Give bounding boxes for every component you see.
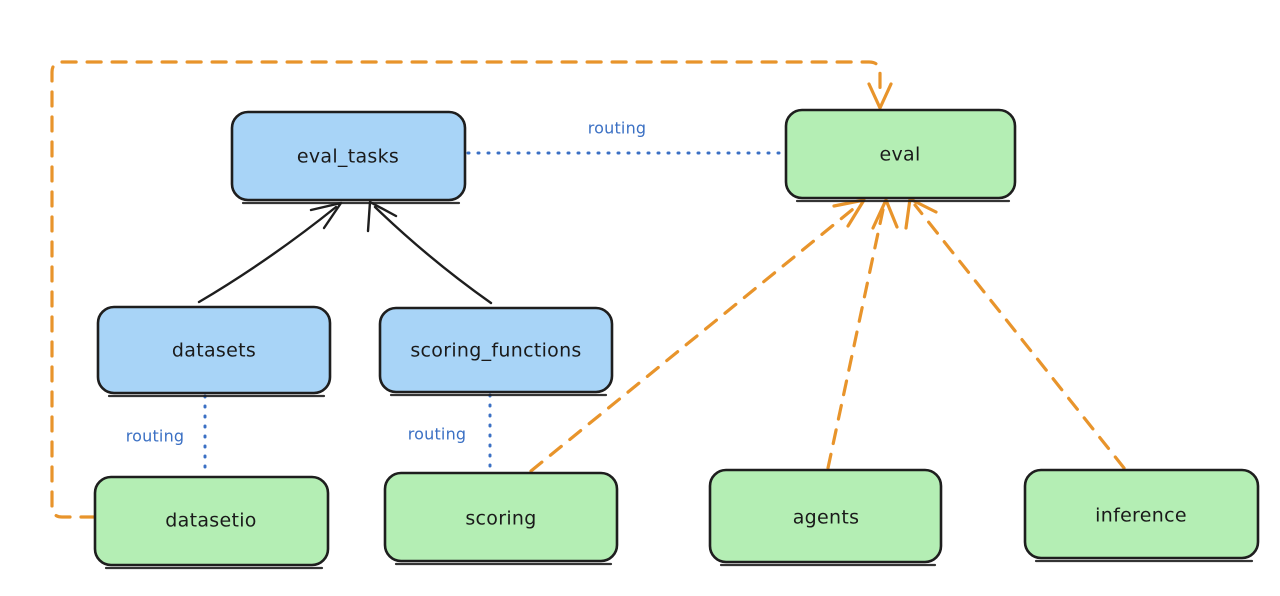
node-agents-shape[interactable] (708, 468, 943, 564)
edge-datasetio-to-eval-arrowhead (867, 82, 893, 110)
node-datasets[interactable]: datasets (96, 305, 332, 398)
edge-label-group: routing routing routing (126, 119, 647, 446)
edge-datasets-to-eval-tasks (197, 205, 338, 304)
node-scoring-functions[interactable]: scoring_functions (378, 306, 614, 397)
edge-scoring-functions-to-eval-tasks (373, 205, 493, 305)
edge-scoring-to-eval (529, 203, 860, 473)
edge-datasetio-to-eval (50, 60, 882, 519)
node-scoring[interactable]: scoring (383, 471, 619, 566)
node-datasetio[interactable]: datasetio (93, 475, 330, 570)
edge-label-routing-datasets-datasetio: routing (126, 427, 185, 446)
node-datasetio-label: datasetio (165, 510, 256, 532)
node-eval-tasks-label: eval_tasks (297, 146, 399, 168)
node-eval-tasks-shape[interactable] (230, 110, 467, 202)
node-inference-label: inference (1095, 505, 1187, 527)
node-datasets-shape[interactable] (96, 305, 332, 395)
node-scoring-functions-shape[interactable] (378, 306, 614, 394)
node-scoring-shape[interactable] (383, 471, 619, 563)
node-inference[interactable]: inference (1023, 468, 1260, 563)
edge-inference-to-eval (913, 203, 1126, 470)
node-eval[interactable]: eval (784, 108, 1017, 203)
node-scoring-label: scoring (465, 508, 536, 530)
node-agents-label: agents (793, 507, 860, 529)
edge-group (50, 60, 1126, 519)
node-datasets-label: datasets (172, 340, 256, 362)
node-eval-label: eval (879, 144, 920, 166)
edge-label-routing-eval-tasks-eval: routing (588, 119, 647, 138)
edge-label-routing-scoring-functions-scoring: routing (408, 425, 467, 444)
edge-scoring-functions-to-eval-tasks-arrowhead (366, 200, 398, 233)
edge-agents-to-eval (826, 203, 886, 470)
node-eval-shape[interactable] (784, 108, 1017, 200)
edge-agents-to-eval-arrowhead (871, 198, 899, 230)
node-eval-tasks[interactable]: eval_tasks (230, 110, 467, 205)
node-agents[interactable]: agents (708, 468, 943, 567)
node-datasetio-shape[interactable] (93, 475, 330, 567)
node-inference-shape[interactable] (1023, 468, 1260, 560)
node-scoring-functions-label: scoring_functions (410, 340, 581, 362)
